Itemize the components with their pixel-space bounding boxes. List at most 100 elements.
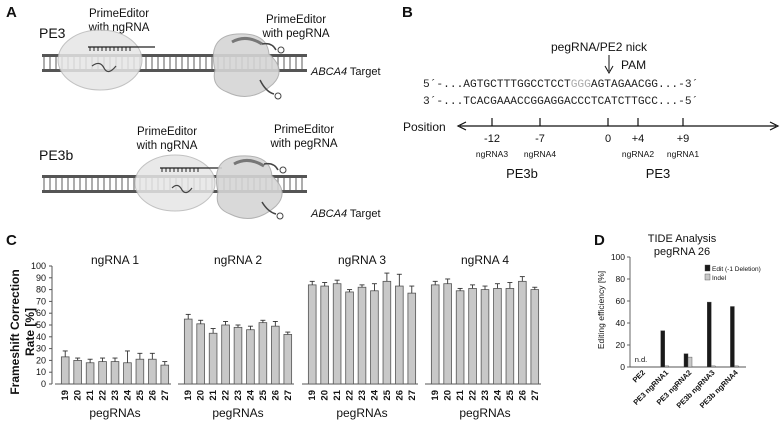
d-x-tick-label: PE2 [631, 368, 647, 384]
x-tick-label: 23 [480, 390, 491, 401]
bar [246, 329, 255, 385]
x-tick-label: 24 [492, 389, 503, 400]
x-tick-label: 22 [345, 390, 356, 401]
x-tick-label: 19 [307, 390, 318, 401]
x-tick-label: 24 [122, 389, 133, 400]
position-tick-label: +9 [677, 133, 690, 145]
x-tick-label: 22 [221, 390, 232, 401]
x-tick-label: 21 [332, 389, 343, 400]
x-tick-label: 20 [320, 390, 331, 401]
y-tick-label: 50 [36, 320, 46, 330]
bar [480, 289, 490, 385]
y-tick-label: 30 [36, 344, 46, 354]
x-tick-label: 27 [160, 390, 171, 401]
d-bar [664, 365, 669, 368]
x-tick-label: 19 [430, 390, 441, 401]
pe3-ng-label-1: PrimeEditor [89, 8, 149, 20]
top-strand-pam: GGG [571, 79, 591, 91]
legend-swatch [704, 273, 711, 281]
legend-label: Indel [712, 275, 727, 282]
bar [443, 283, 452, 385]
legend-swatch [704, 264, 711, 272]
pe3-target-gene: ABCA4 [310, 66, 347, 78]
d-y-tick-label: 20 [616, 340, 626, 350]
x-tick-label: 22 [98, 390, 109, 401]
legend-label: Edit (-1 Deletion) [712, 266, 761, 273]
x-tick-label: 19 [183, 390, 194, 401]
x-tick-label: 26 [517, 390, 528, 401]
pe3b-peg-label-2: with pegRNA [269, 138, 337, 150]
bar [183, 318, 193, 385]
pe3b-ng-loop-icon [171, 184, 193, 194]
pe3b-peg-stem-loop-top-icon [279, 166, 287, 174]
panel-a-label: A [6, 4, 17, 21]
chart-title: ngRNA 3 [338, 253, 386, 267]
bar [110, 361, 120, 385]
pe3-ng-loop-icon [91, 62, 117, 73]
y-tick-label: 60 [36, 308, 46, 318]
bar [60, 356, 70, 385]
pe3-peg-arm-icon [231, 37, 263, 46]
x-tick-label: 25 [135, 389, 146, 400]
x-tick-label: 20 [196, 390, 207, 401]
top-strand-sequence: 5´-...AGTGCTTTGGCCTCCTGGGAGTAGAACGG...-3… [423, 78, 698, 91]
chart-title: ngRNA 2 [214, 253, 262, 267]
d-bar [730, 306, 735, 368]
d-y-tick-label: 60 [616, 296, 626, 306]
bar [505, 288, 515, 385]
bar [283, 334, 293, 385]
top-strand-prefix: 5´-...AGTGCTTTGGCCTCCT [423, 78, 571, 91]
nick-label: pegRNA/PE2 nick [551, 40, 648, 54]
x-tick-label: 21 [208, 389, 219, 400]
pe3b-peg-tail-icon [263, 162, 279, 171]
pe3-diagram: PE3 PrimeEditor with ngRNA PrimeEditor w… [39, 8, 381, 100]
bar [208, 332, 218, 385]
x-tick-label: 27 [407, 390, 418, 401]
bar [357, 286, 367, 385]
axis-left-arrow-icon [456, 121, 467, 131]
panel-d-title-1: TIDE Analysis [648, 233, 717, 245]
pam-label: PAM [621, 58, 646, 72]
pe3b-target-word: Target [347, 208, 380, 220]
x-tick-label: 22 [468, 390, 479, 401]
bar [430, 284, 440, 385]
y-tick-label: 90 [36, 273, 46, 283]
x-tick-label: 26 [147, 390, 158, 401]
d-y-tick-label: 0 [620, 362, 625, 372]
bar [530, 289, 540, 385]
pe3-dna-top-strand [42, 54, 307, 57]
nick-arrow-icon [604, 65, 614, 75]
bar [123, 362, 132, 385]
y-tick-label: 0 [41, 379, 46, 389]
ngrna-tick-label: ngRNA1 [667, 149, 699, 159]
x-tick-label: 20 [443, 390, 454, 401]
d-bar [660, 330, 665, 368]
x-axis-title: pegRNAs [212, 406, 263, 420]
y-tick-label: 10 [36, 367, 46, 377]
bar [395, 285, 404, 385]
ngrna-tick-label: ngRNA2 [622, 149, 654, 159]
bar [518, 280, 527, 385]
pe3b-peg-arm-icon [233, 159, 265, 168]
panel-c-label: C [6, 232, 17, 249]
ngrna-tick-label: ngRNA3 [476, 149, 508, 159]
x-tick-label: 26 [394, 390, 405, 401]
bar [345, 291, 354, 385]
d-bar [734, 365, 739, 368]
x-axis-title: pegRNAs [459, 406, 510, 420]
panel-c-ylabel-2: Rate [%] [23, 308, 37, 356]
pe3-ng-guide-teeth-icon [89, 47, 131, 51]
pe3-name: PE3 [39, 25, 66, 41]
bar [455, 290, 465, 385]
d-bar [707, 301, 712, 368]
panel-c: C Frameshift Correction Rate [%] 0102030… [6, 232, 541, 420]
panel-d-ylabel: Editing efficiency [%] [596, 271, 606, 349]
x-axis-title: pegRNAs [89, 406, 140, 420]
d-bar [687, 356, 693, 368]
